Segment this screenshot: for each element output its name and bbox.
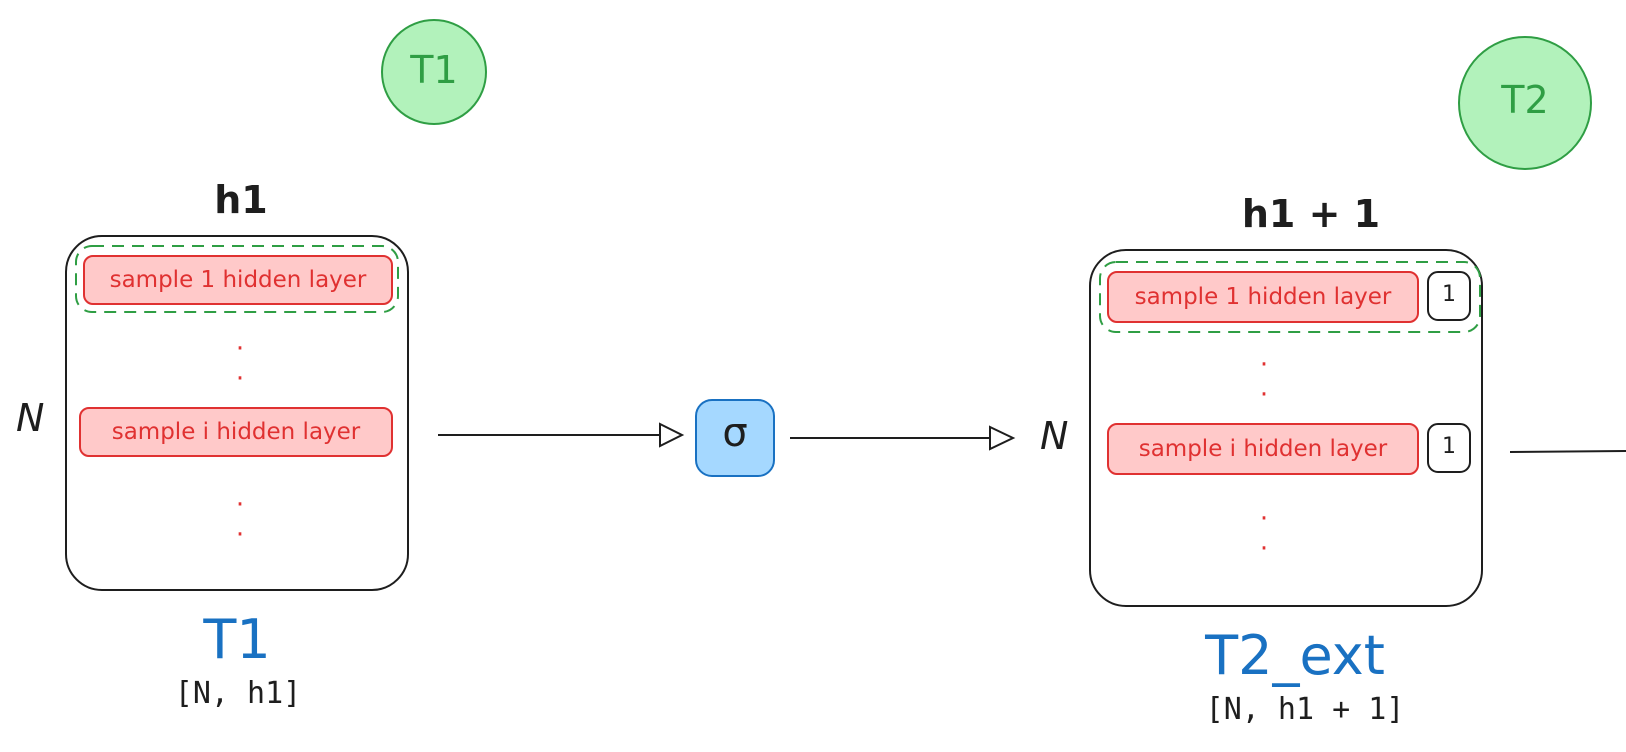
t1-title: T1 bbox=[203, 608, 271, 671]
sigma-label: σ bbox=[722, 410, 748, 456]
t2-badge-label: T2 bbox=[1501, 78, 1549, 122]
t2-first-row-highlight bbox=[1099, 261, 1481, 333]
t2-row-1-bar bbox=[1107, 271, 1419, 323]
sigma-box bbox=[695, 399, 775, 477]
t2-badge-circle bbox=[1458, 36, 1592, 170]
t2-vertical-ellipsis-upper: ·· bbox=[1259, 350, 1269, 410]
t2-vertical-ellipsis-lower: ·· bbox=[1259, 504, 1269, 564]
t1-row-1-bar bbox=[83, 255, 393, 305]
t1-column-dim-label: h1 bbox=[214, 178, 268, 222]
t2-bias-cell-1 bbox=[1427, 271, 1471, 321]
t2-bias-value-1: 1 bbox=[1442, 282, 1456, 307]
t1-badge-label: T1 bbox=[410, 48, 458, 92]
t1-shape: [N, h1] bbox=[174, 676, 302, 711]
t1-matrix-box bbox=[65, 235, 409, 591]
t2-bias-value-i: 1 bbox=[1442, 434, 1456, 459]
t1-row-i-label: sample i hidden layer bbox=[111, 419, 361, 445]
t2-matrix-box bbox=[1089, 249, 1483, 607]
t2-shape: [N, h1 + 1] bbox=[1205, 692, 1405, 727]
t1-row-i-bar bbox=[79, 407, 393, 457]
t2-row-dim-label: N bbox=[1040, 414, 1069, 458]
t1-vertical-ellipsis-upper: ·· bbox=[235, 334, 245, 394]
t2-title: T2_ext bbox=[1205, 624, 1385, 687]
t2-column-dim-label: h1 + 1 bbox=[1241, 192, 1381, 236]
t1-row-dim-label: N bbox=[16, 396, 45, 440]
arrow-t1-to-sigma-head bbox=[659, 422, 685, 448]
t2-row-1-label: sample 1 hidden layer bbox=[1134, 284, 1392, 310]
arrow-sigma-to-t2-head bbox=[989, 425, 1016, 451]
outgoing-line bbox=[1509, 450, 1626, 453]
t2-row-i-label: sample i hidden layer bbox=[1138, 436, 1388, 462]
t1-row-1-label: sample 1 hidden layer bbox=[109, 267, 367, 293]
t1-vertical-ellipsis-lower: ·· bbox=[235, 490, 245, 550]
t1-badge-circle bbox=[381, 19, 487, 125]
t2-row-i-bar bbox=[1107, 423, 1419, 475]
t1-first-row-highlight bbox=[75, 245, 399, 313]
t2-bias-cell-i bbox=[1427, 423, 1471, 473]
